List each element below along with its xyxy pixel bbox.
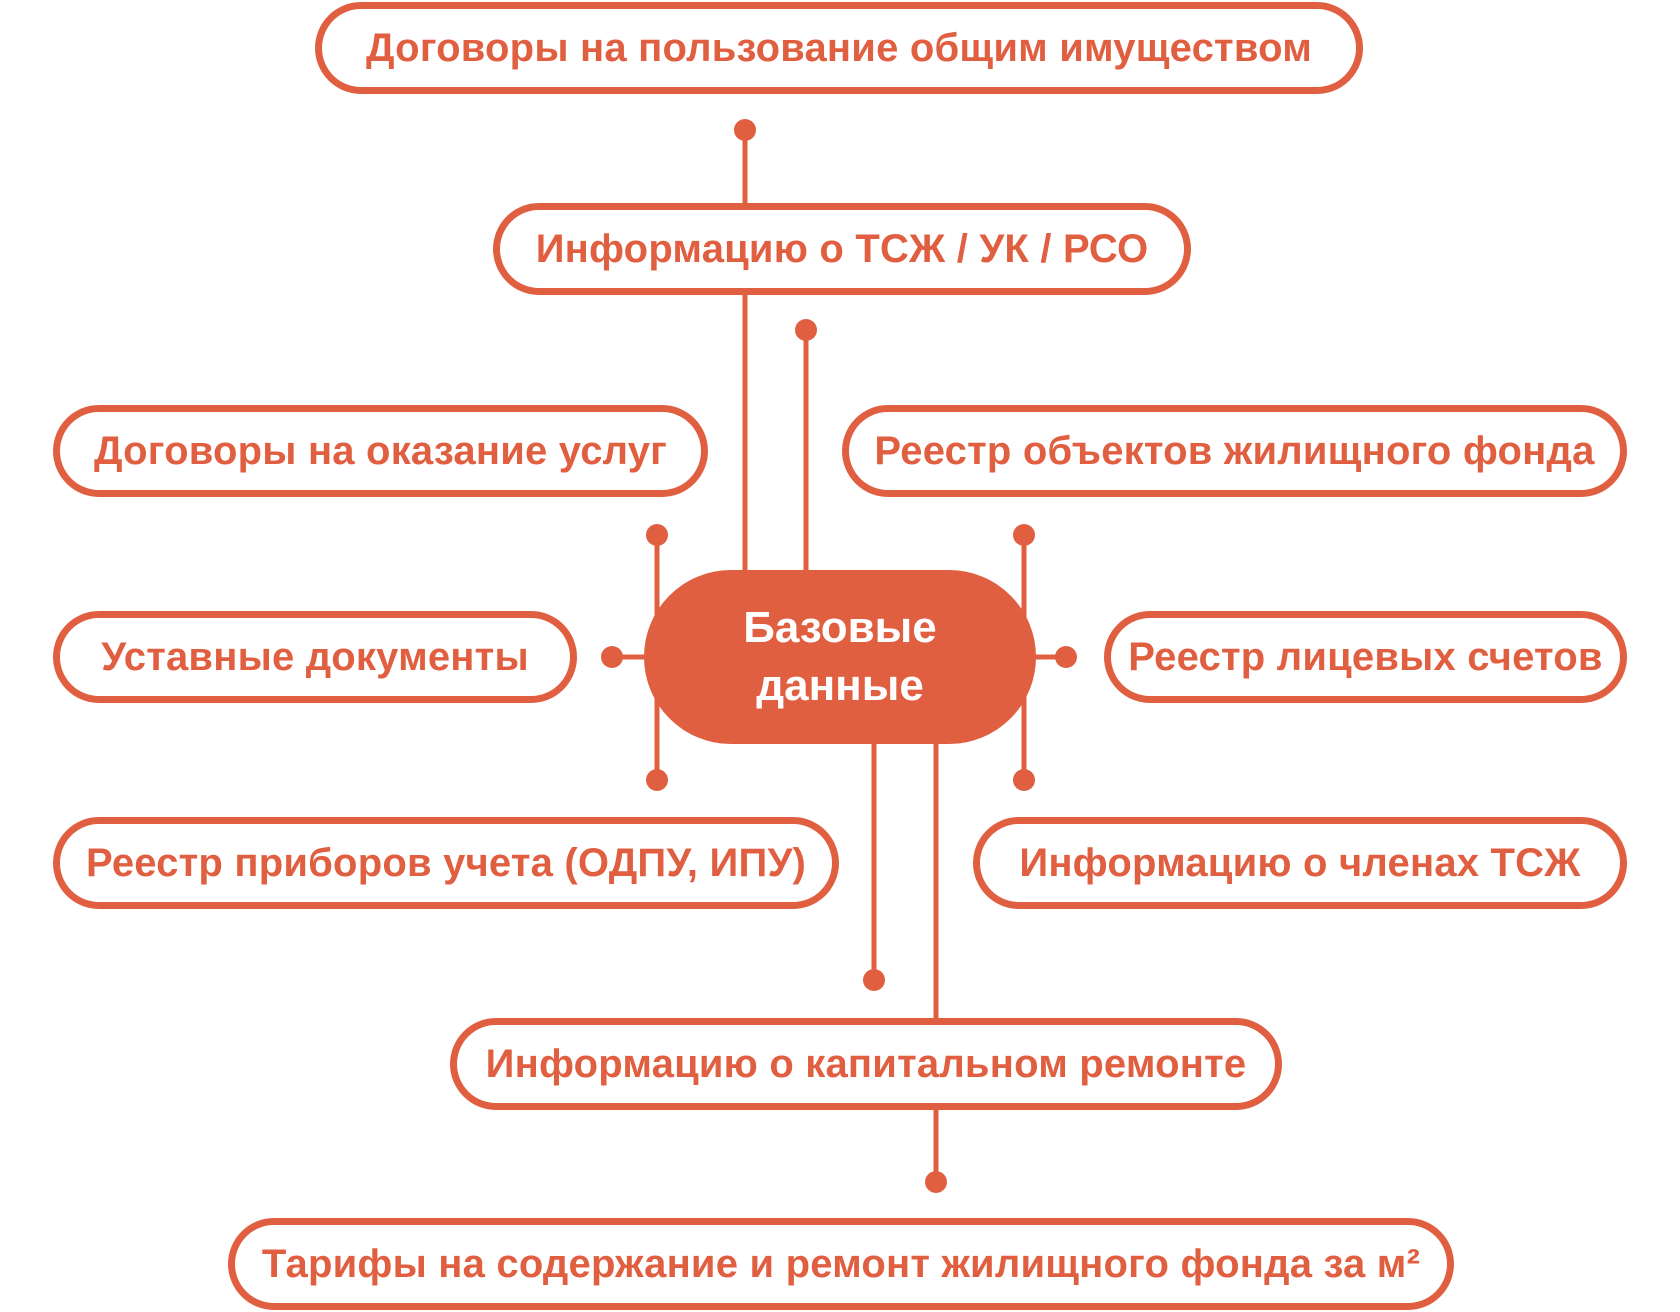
node-contracts-common-property: Договоры на пользование общим имуществом bbox=[315, 2, 1363, 94]
node-tariffs: Тарифы на содержание и ремонт жилищного … bbox=[228, 1218, 1454, 1310]
node-meters-registry: Реестр приборов учета (ОДПУ, ИПУ) bbox=[53, 817, 839, 909]
connector-dot bbox=[795, 319, 817, 341]
center-title: Базовые данные bbox=[743, 599, 936, 715]
center-title-line-1: Базовые bbox=[743, 603, 937, 652]
node-label: Информацию о ТСЖ / УК / РСО bbox=[535, 226, 1149, 271]
node-label: Информацию о капитальном ремонте bbox=[485, 1041, 1247, 1086]
node-label: Уставные документы bbox=[101, 634, 529, 679]
center-node-base-data: Базовые данные bbox=[644, 570, 1036, 744]
connector-dot bbox=[925, 1171, 947, 1193]
connector-dot bbox=[646, 769, 668, 791]
node-label: Реестр объектов жилищного фонда bbox=[874, 428, 1595, 473]
node-charter-documents: Уставные документы bbox=[53, 611, 577, 703]
connector-dot bbox=[1013, 524, 1035, 546]
node-label: Договоры на оказание услуг bbox=[93, 428, 668, 473]
node-label: Договоры на пользование общим имуществом bbox=[366, 25, 1312, 70]
connector-dot bbox=[601, 646, 623, 668]
node-capital-repair-info: Информацию о капитальном ремонте bbox=[450, 1018, 1282, 1110]
connector-dot bbox=[734, 119, 756, 141]
node-hoa-members-info: Информацию о членах ТСЖ bbox=[973, 817, 1627, 909]
connector-dot bbox=[1013, 769, 1035, 791]
center-title-line-2: данные bbox=[756, 661, 924, 710]
node-label: Реестр приборов учета (ОДПУ, ИПУ) bbox=[85, 840, 807, 885]
node-personal-accounts-registry: Реестр лицевых счетов bbox=[1104, 611, 1627, 703]
node-info-hoa-mc-rso: Информацию о ТСЖ / УК / РСО bbox=[493, 203, 1191, 295]
node-service-contracts: Договоры на оказание услуг bbox=[53, 405, 708, 497]
node-housing-registry: Реестр объектов жилищного фонда bbox=[842, 405, 1627, 497]
connector-dot bbox=[863, 969, 885, 991]
node-label: Тарифы на содержание и ремонт жилищного … bbox=[261, 1241, 1421, 1286]
connector-dot bbox=[646, 524, 668, 546]
node-label: Информацию о членах ТСЖ bbox=[1019, 840, 1581, 885]
node-label: Реестр лицевых счетов bbox=[1128, 634, 1603, 679]
connector-dot bbox=[1055, 646, 1077, 668]
